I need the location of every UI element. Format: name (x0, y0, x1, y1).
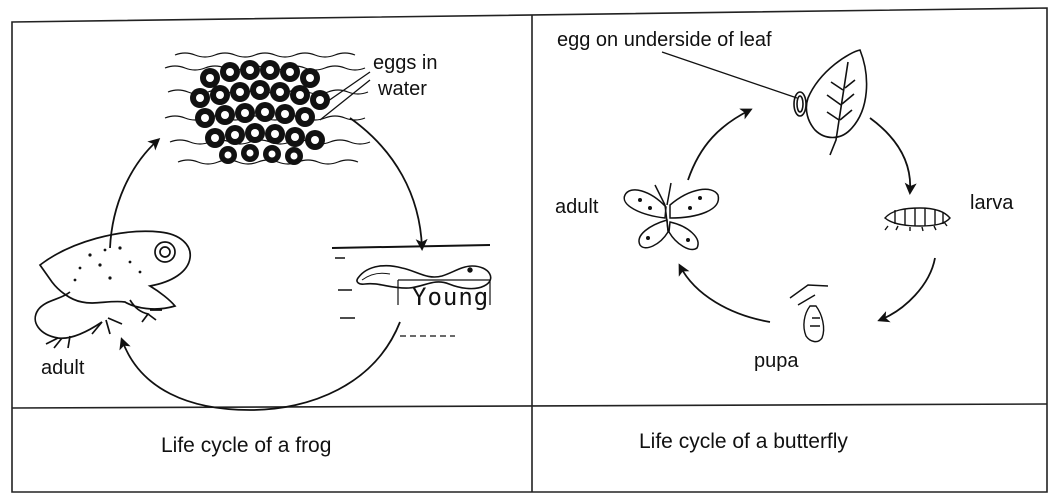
butterfly-cycle-arrows (680, 110, 935, 322)
arrow-eggs-to-young (350, 118, 422, 248)
butterfly-caption: Life cycle of a butterfly (639, 430, 848, 454)
frog-adult-label: adult (41, 357, 84, 380)
leaf-with-egg-illustration (794, 50, 867, 155)
larva-illustration (885, 208, 950, 231)
table-frame (12, 8, 1047, 492)
egg-underside-leaf-label: egg on underside of leaf (557, 29, 772, 52)
eggs-label-line1: eggs in (373, 52, 438, 75)
young-handwritten-label: Young (412, 283, 489, 311)
butterfly-adult-label: adult (555, 196, 598, 219)
arrow-adult-to-egg (688, 110, 750, 180)
frog-adult-illustration (35, 231, 190, 348)
eggs-label-line2: water (378, 78, 427, 101)
frog-caption: Life cycle of a frog (161, 434, 331, 458)
arrow-egg-to-larva (870, 118, 910, 192)
pupa-illustration (790, 285, 828, 342)
arrow-pupa-to-adult (680, 266, 770, 322)
frog-eggs-illustration (165, 53, 370, 165)
caption-row-divider (12, 404, 1047, 408)
larva-label: larva (970, 192, 1013, 215)
frog-cycle-arrows (110, 118, 422, 410)
butterfly-adult-illustration (624, 183, 718, 249)
arrow-larva-to-pupa (880, 258, 935, 320)
egg-leader-line (662, 52, 797, 98)
pupa-label: pupa (754, 350, 799, 373)
arrow-young-to-adult (122, 322, 400, 410)
